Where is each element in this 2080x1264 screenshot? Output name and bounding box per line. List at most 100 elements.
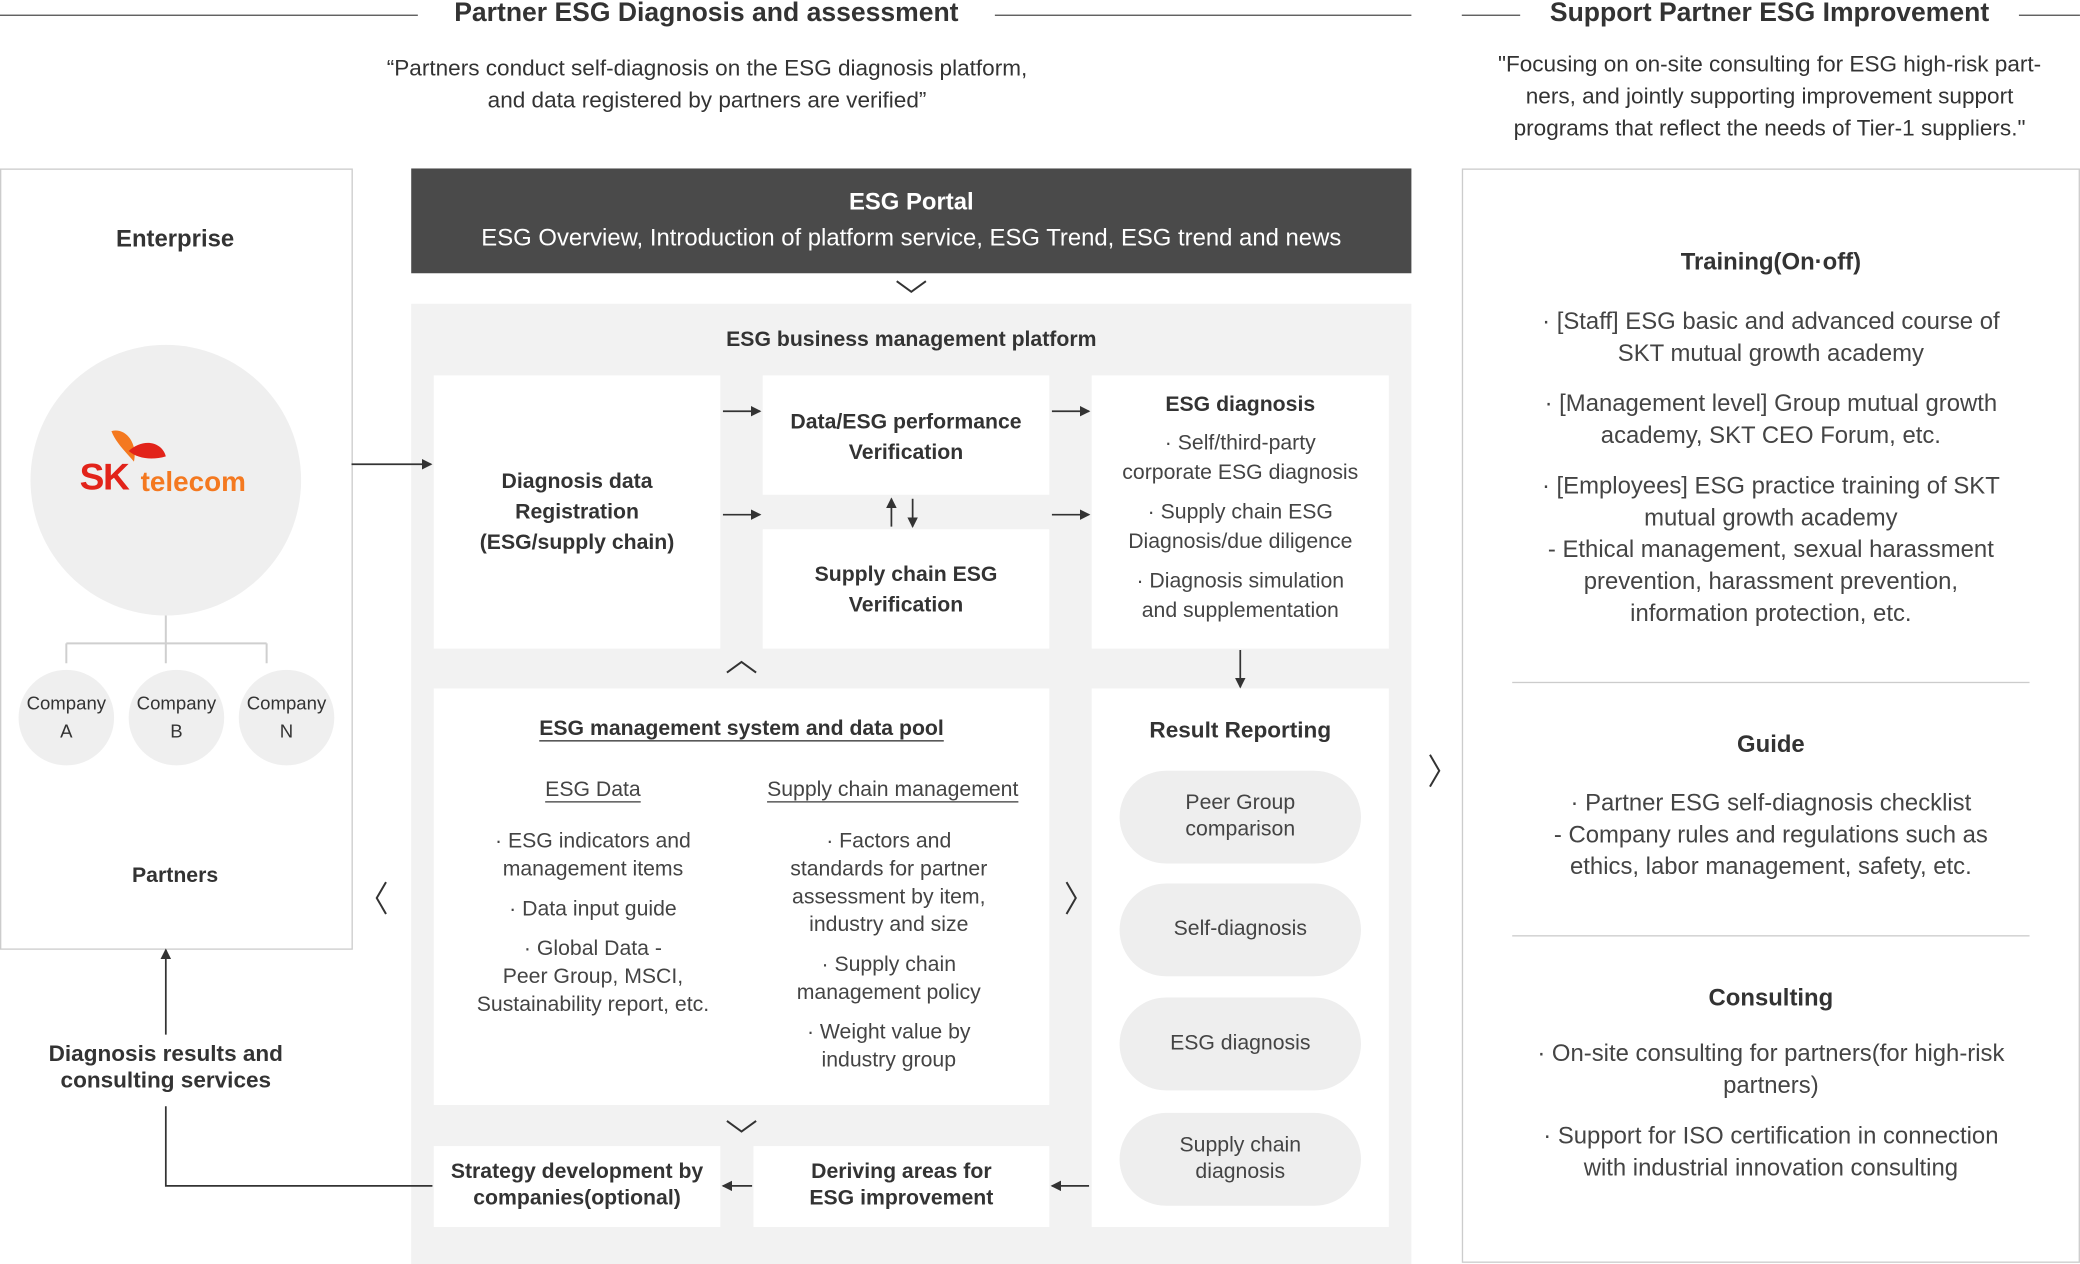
section-quote-diagnosis: “Partners conduct self-diagnosis on the … [265, 53, 1148, 117]
consulting-list: · On-site consulting for partners(for hi… [1462, 1037, 2080, 1183]
item-line: corporate ESG diagnosis [1122, 461, 1359, 485]
item-line: - Ethical management, sexual harassment [1547, 535, 1994, 563]
company-letter: B [170, 720, 183, 742]
chevron-up-icon [726, 660, 757, 674]
header-rule-left-a [0, 14, 418, 16]
consulting-title: Consulting [1708, 984, 1834, 1011]
item-line: information protection, etc. [1630, 599, 1912, 627]
item-line: · Self/third-party [1164, 432, 1316, 455]
data-verification-label: Data/ESG performance Verification [763, 407, 1050, 468]
item-line: and supplementation [1141, 599, 1339, 623]
box-line: Data/ESG performance [790, 411, 1022, 434]
quote-line: ners, and jointly supporting improvement… [1525, 83, 2014, 109]
item-line: · Diagnosis simulation [1136, 570, 1345, 593]
list-item: · Support for ISO certification in conne… [1462, 1120, 2080, 1184]
pill-line: Self-diagnosis [1173, 917, 1307, 941]
chevron-left-icon [375, 881, 387, 915]
item-line: · On-site consulting for partners(for hi… [1537, 1039, 2005, 1067]
item-line: - Company rules and regulations such as [1553, 821, 1988, 848]
pill-line: Peer Group [1185, 791, 1296, 815]
training-title: Training(On·off) [1680, 248, 1862, 275]
item-line: · Supply chain [821, 953, 956, 977]
esg-data-title: ESG Data [545, 778, 641, 802]
header-rule-right-a [1461, 14, 1521, 16]
esg-diagnosis-box [1091, 375, 1389, 649]
chevron-right-icon [1429, 754, 1441, 788]
chevron-down-icon [726, 1120, 757, 1133]
pill-self-diagnosis: Self-diagnosis [1119, 883, 1361, 977]
item-line: Sustainability report, etc. [476, 993, 710, 1017]
item-line: · Data input guide [509, 898, 677, 921]
quote-line: "Focusing on on-site consulting for ESG … [1497, 51, 2042, 77]
pill-line: diagnosis [1195, 1160, 1286, 1184]
label-line: consulting services [60, 1067, 272, 1094]
list-item: · [Employees] ESG practice training of S… [1462, 470, 2080, 629]
esg-diagnosis-list: · Self/third-party corporate ESG diagnosi… [1092, 430, 1389, 626]
sk-telecom-circle [30, 344, 302, 616]
registration-box [433, 375, 721, 649]
arrow-up-icon [160, 948, 433, 1187]
partners-label: Partners [132, 864, 219, 888]
item-line: Diagnosis/due diligence [1128, 530, 1353, 554]
item-line: assessment by item, [792, 886, 986, 909]
list-item: · Global Data -Peer Group, MSCI,Sustaina… [447, 935, 739, 1019]
item-line: management policy [796, 981, 981, 1005]
box-line: ESG improvement [809, 1187, 994, 1210]
item-line: with industrial innovation consulting [1583, 1154, 1959, 1181]
support-panel [1461, 168, 2080, 1263]
item-line: · [Management level] Group mutual growth [1544, 389, 1998, 417]
item-line: SKT mutual growth academy [1617, 339, 1924, 367]
list-item: · Self/third-party corporate ESG diagnosi… [1092, 430, 1389, 488]
label-line: Diagnosis results and [48, 1041, 283, 1067]
platform-title: ESG business management platform [726, 328, 1097, 352]
chevron-right-icon [1065, 881, 1077, 915]
list-item: · Diagnosis simulation and supplementatio… [1092, 568, 1389, 626]
deriving-label: Deriving areas for ESG improvement [753, 1159, 1049, 1212]
company-label: Company [136, 692, 217, 714]
box-line: Supply chain ESG [814, 563, 998, 587]
training-list: · [Staff] ESG basic and advanced course … [1462, 305, 2080, 629]
enterprise-title: Enterprise [116, 225, 235, 253]
box-line: Deriving areas for [811, 1160, 992, 1184]
company-tree-lines [65, 615, 268, 664]
item-line: · [Employees] ESG practice training of S… [1541, 472, 2000, 499]
pill-line: Supply chain [1179, 1134, 1302, 1157]
guide-list: · Partner ESG self-diagnosis checklist -… [1462, 787, 2080, 883]
pill-line: ESG diagnosis [1170, 1032, 1311, 1055]
list-item: · [Management level] Group mutual growth… [1462, 387, 2080, 451]
support-divider [1512, 681, 2030, 684]
esg-diagnosis-title: ESG diagnosis [1165, 393, 1316, 417]
box-line: Registration [515, 501, 639, 524]
management-system-title: ESG management system and data pool [539, 717, 944, 741]
item-line: mutual growth academy [1644, 504, 1898, 531]
section-title-support: Support Partner ESG Improvement [1549, 0, 1990, 28]
item-line: Peer Group, MSCI, [502, 965, 684, 989]
box-line: Strategy development by [450, 1160, 704, 1184]
list-item: · [Staff] ESG basic and advanced course … [1462, 305, 2080, 369]
diagnosis-results-label: Diagnosis results and consulting service… [27, 1041, 306, 1094]
quote-line: “Partners conduct self-diagnosis on the … [386, 55, 1028, 81]
box-line: Verification [848, 441, 964, 465]
item-line: · Partner ESG self-diagnosis checklist [1570, 789, 1972, 816]
item-line: ethics, labor management, safety, etc. [1570, 852, 1972, 880]
item-line: partners) [1723, 1071, 1819, 1099]
esg-portal-banner [411, 168, 1412, 274]
item-line: · [Staff] ESG basic and advanced course … [1542, 307, 2000, 335]
box-line: (ESG/supply chain) [479, 531, 675, 555]
box-line: Verification [848, 594, 964, 617]
company-label: Company [26, 692, 107, 714]
item-line: management items [502, 858, 684, 881]
quote-line: and data registered by partners are veri… [487, 87, 927, 113]
company-label: Company [246, 692, 327, 714]
strategy-label: Strategy development by companies(option… [434, 1159, 721, 1212]
portal-title: ESG Portal [848, 188, 974, 215]
company-letter: N [279, 720, 294, 742]
